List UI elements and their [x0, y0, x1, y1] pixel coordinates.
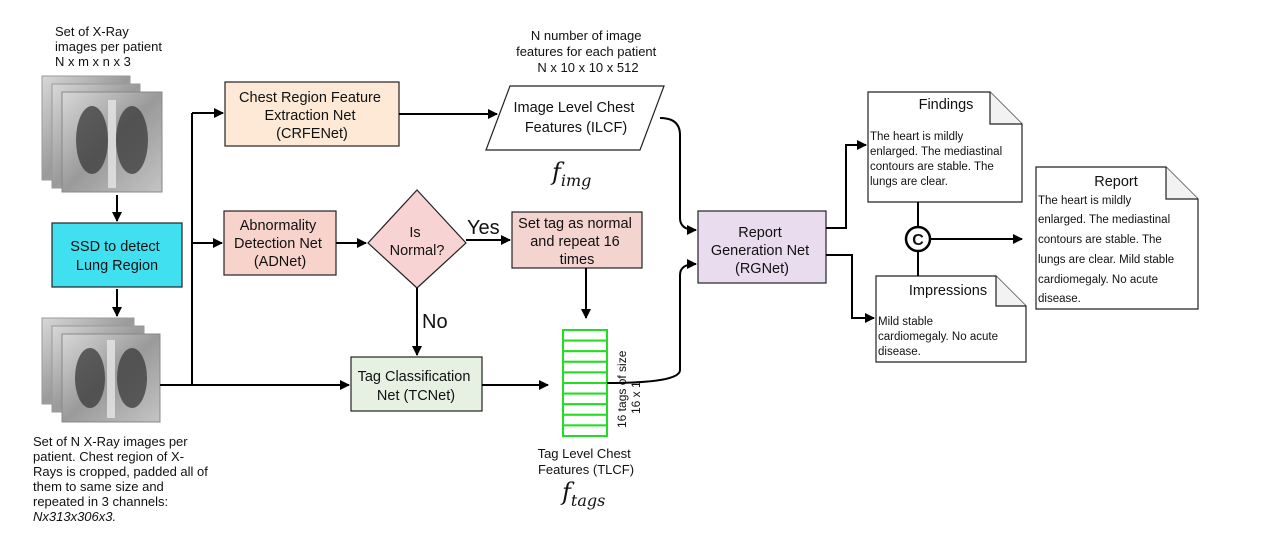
crfenet-label: Chest Region Feature Extraction Net (CRF…: [239, 90, 385, 142]
report-title: Report: [1094, 174, 1138, 190]
ilcf-parallelogram: Image Level Chest Features (ILCF): [485, 85, 665, 151]
f-tags-symbol: ftags: [560, 478, 605, 510]
tag-slot: [562, 360, 608, 374]
yes-label: Yes: [467, 217, 500, 239]
adnet-box: Abnormality Detection Net (ADNet): [223, 210, 337, 276]
concat-symbol: C: [912, 232, 924, 249]
tag-slot: [562, 403, 608, 416]
input-xray-stack-top: [41, 75, 163, 193]
no-label: No: [422, 311, 448, 333]
findings-title: Findings: [919, 97, 974, 113]
connectors: [112, 108, 1023, 390]
impressions-title: Impressions: [909, 283, 987, 299]
xray-image: [61, 91, 163, 193]
findings-text: The heart is mildly enlarged. The medias…: [870, 131, 1005, 188]
ssd-label: SSD to detect Lung Region: [70, 239, 164, 274]
tcnet-label: Tag Classification Net (TCNet): [358, 369, 475, 404]
rgnet-box: Report Generation Net (RGNet): [697, 210, 827, 284]
set-tag-box: Set tag as normal and repeat 16 times: [511, 211, 643, 269]
tag-slot: [562, 413, 608, 427]
report-document: Report The heart is mildly enlarged. The…: [1035, 166, 1199, 310]
impressions-document: Impressions Mild stable cardiomegaly. No…: [875, 275, 1027, 363]
f-img-symbol: fimg: [550, 158, 591, 190]
tag-slot: [562, 392, 608, 406]
set-tag-label: Set tag as normal and repeat 16 times: [518, 216, 636, 268]
ssd-box: SSD to detect Lung Region: [51, 222, 183, 288]
tag-slot: [562, 424, 608, 437]
crfenet-box: Chest Region Feature Extraction Net (CRF…: [224, 81, 400, 147]
input-bottom-caption: Set of N X-Ray images per patient. Chest…: [33, 434, 212, 524]
tag-slot: [562, 382, 608, 395]
tlcf-tag-stack: [562, 329, 608, 437]
arrow-rgnet-to-findings: [826, 140, 867, 229]
report-text: The heart is mildly enlarged. The medias…: [1038, 195, 1177, 305]
impressions-text: Mild stable cardiomegaly. No acute disea…: [878, 316, 1001, 358]
input-top-caption: Set of X-Ray images per patient N x m x …: [55, 24, 166, 69]
tag-slot: [562, 329, 608, 342]
decision-label: Is Normal?: [390, 225, 445, 259]
xray-image: [61, 333, 161, 423]
arrow-ilcf-to-rgnet: [659, 117, 697, 235]
arrow-tlcf-to-rgnet: [606, 259, 697, 384]
findings-document: Findings The heart is mildly enlarged. T…: [867, 91, 1023, 203]
tcnet-box: Tag Classification Net (TCNet): [350, 356, 483, 412]
adnet-label: Abnormality Detection Net (ADNet): [234, 218, 326, 270]
tlcf-label: Tag Level Chest Features (TLCF): [538, 446, 635, 477]
tag-slot: [562, 350, 608, 363]
tag-slot: [562, 339, 608, 353]
ilcf-label: Image Level Chest Features (ILCF): [514, 100, 639, 136]
is-normal-decision: Is Normal?: [367, 189, 467, 289]
concat-node: C: [904, 202, 932, 276]
rgnet-label: Report Generation Net (RGNet): [711, 225, 813, 277]
tag-slot: [562, 371, 608, 384]
arrow-rgnet-to-impressions: [826, 254, 875, 323]
tlcf-size-label: 16 tags of size 16 x 1: [615, 347, 643, 428]
ilcf-caption: N number of image features for each pati…: [516, 28, 660, 75]
input-xray-stack-bottom: [41, 317, 161, 423]
